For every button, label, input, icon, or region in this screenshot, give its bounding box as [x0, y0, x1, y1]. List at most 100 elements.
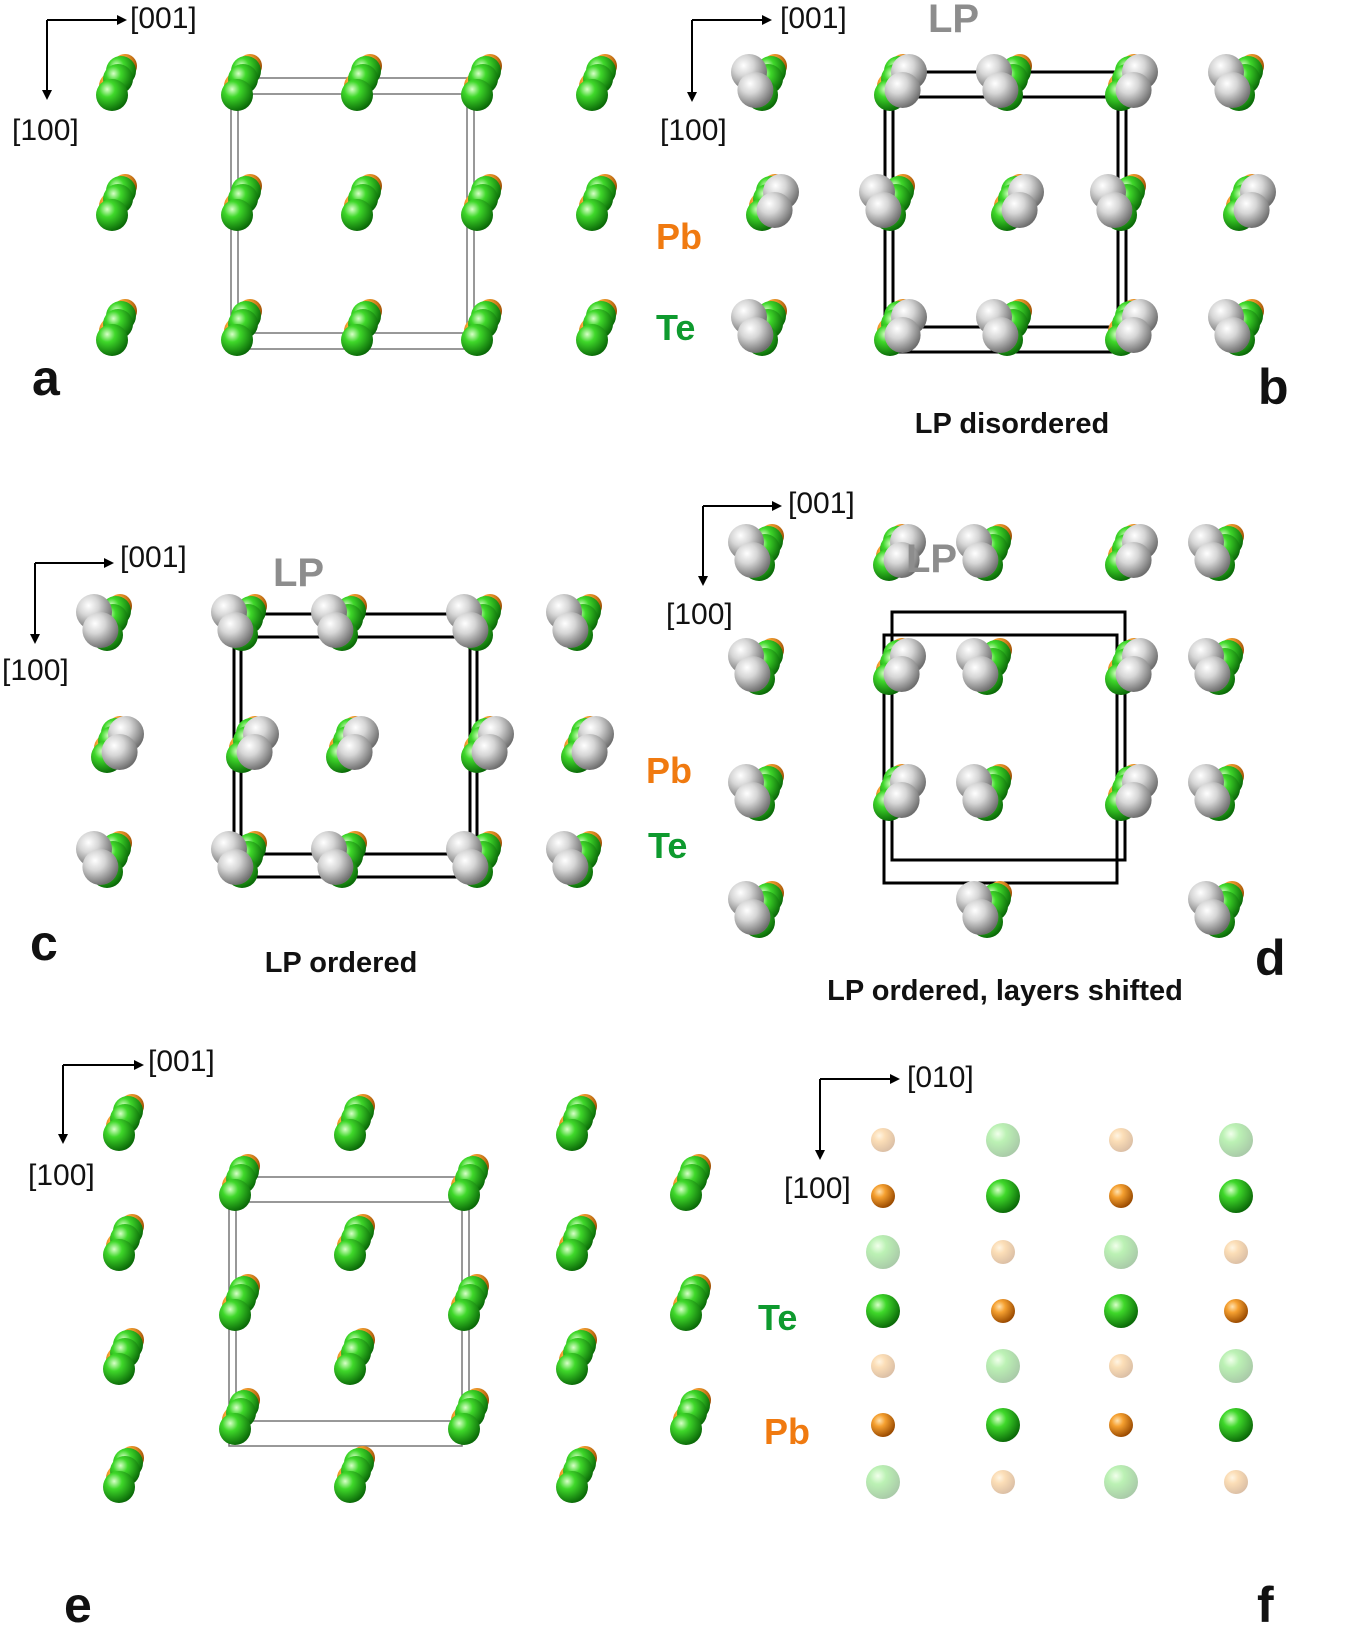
te-atom — [1104, 1235, 1138, 1269]
pb-atom — [1224, 1299, 1248, 1323]
lp-atom — [1001, 192, 1038, 228]
lp-atom — [1194, 899, 1231, 935]
panel-letter: c — [30, 915, 58, 971]
lp-atom — [552, 612, 589, 648]
te-atom — [556, 1239, 588, 1271]
axis-label-horizontal: [001] — [148, 1045, 215, 1078]
te-atom — [461, 199, 493, 231]
te-atom — [103, 1471, 135, 1503]
te-atom — [986, 1349, 1020, 1383]
lp-atom — [962, 782, 999, 818]
lp-atom — [101, 734, 138, 770]
te-atom — [334, 1239, 366, 1271]
pb-atom — [1224, 1240, 1248, 1264]
te-atom — [986, 1123, 1020, 1157]
panel-letter: d — [1255, 930, 1286, 986]
pb-atom — [1109, 1128, 1133, 1152]
te-atom — [670, 1299, 702, 1331]
te-atom — [219, 1413, 251, 1445]
lp-atom — [1194, 656, 1231, 692]
lp-atom — [734, 899, 771, 935]
pb-atom — [871, 1354, 895, 1378]
lp-atom — [82, 612, 119, 648]
panel-caption: LP ordered — [265, 947, 418, 979]
te-atom — [334, 1353, 366, 1385]
te-atom — [448, 1179, 480, 1211]
lp-atom — [962, 899, 999, 935]
lp-atom — [452, 849, 489, 885]
te-atom — [986, 1408, 1020, 1442]
legend-te: Te — [758, 1297, 797, 1338]
lp-atom — [217, 612, 254, 648]
te-atom — [1219, 1349, 1253, 1383]
lp-atom — [756, 192, 793, 228]
lp-atom — [982, 72, 1019, 108]
pb-atom — [871, 1128, 895, 1152]
axis-indicator: [001] [100] — [2, 541, 187, 687]
panel-letter: e — [64, 1577, 92, 1630]
te-atom — [448, 1413, 480, 1445]
axis-indicator: [001] [100] — [28, 1045, 215, 1192]
lp-atom — [737, 72, 774, 108]
lp-atom — [1115, 317, 1152, 353]
te-atom — [1104, 1465, 1138, 1499]
panel-f: [010] [100] Te Pb f — [758, 1061, 1274, 1630]
te-atom — [341, 199, 373, 231]
pb-atom — [991, 1470, 1015, 1494]
axis-label-vertical: [100] — [784, 1172, 851, 1205]
lp-atom — [883, 656, 920, 692]
lp-atom — [962, 656, 999, 692]
pb-atom — [1109, 1184, 1133, 1208]
lp-atom — [317, 612, 354, 648]
legend-te: Te — [648, 825, 687, 866]
lp-atom — [734, 656, 771, 692]
te-atom — [96, 324, 128, 356]
axis-label-horizontal: [010] — [907, 1061, 974, 1094]
lp-atom — [1194, 542, 1231, 578]
axis-label-vertical: [100] — [666, 598, 733, 631]
lp-atom — [217, 849, 254, 885]
panel-c: [001] [100] LP Pb Te LP ordered c — [2, 541, 692, 979]
atom-layer — [731, 54, 1276, 356]
te-atom — [556, 1471, 588, 1503]
lp-atom — [1194, 782, 1231, 818]
te-atom — [221, 324, 253, 356]
legend-te: Te — [656, 307, 695, 348]
te-atom — [576, 79, 608, 111]
axis-indicator: [001] [100] — [666, 487, 855, 631]
panel-letter: a — [32, 350, 61, 406]
lp-atom — [336, 734, 373, 770]
axis-label-horizontal: [001] — [780, 2, 847, 35]
axis-indicator: [001] [100] — [660, 2, 847, 147]
panel-d: [001] [100] LP LP ordered, layers shifte… — [666, 487, 1286, 1007]
te-atom — [341, 79, 373, 111]
pb-atom — [871, 1184, 895, 1208]
axis-label-vertical: [100] — [2, 654, 69, 687]
te-atom — [448, 1299, 480, 1331]
te-atom — [1219, 1179, 1253, 1213]
lp-atom — [734, 782, 771, 818]
pb-atom — [1109, 1413, 1133, 1437]
te-atom — [219, 1179, 251, 1211]
axis-indicator: [010] [100] — [784, 1061, 974, 1205]
te-atom — [866, 1465, 900, 1499]
lp-atom — [1115, 542, 1152, 578]
lp-atom — [471, 734, 508, 770]
atom-layer — [96, 54, 617, 356]
axis-label-vertical: [100] — [28, 1159, 95, 1192]
te-atom — [556, 1353, 588, 1385]
legend-pb: Pb — [764, 1411, 810, 1452]
lp-atom — [1233, 192, 1270, 228]
lp-atom — [1214, 317, 1251, 353]
pb-atom — [871, 1413, 895, 1437]
te-atom — [219, 1299, 251, 1331]
te-atom — [221, 79, 253, 111]
te-atom — [103, 1239, 135, 1271]
unit-cell-frame — [228, 1176, 470, 1447]
te-atom — [670, 1179, 702, 1211]
lp-atom — [1096, 192, 1133, 228]
lp-atom — [236, 734, 273, 770]
te-atom — [103, 1353, 135, 1385]
pb-atom — [1109, 1354, 1133, 1378]
panel-caption: LP ordered, layers shifted — [827, 975, 1183, 1007]
